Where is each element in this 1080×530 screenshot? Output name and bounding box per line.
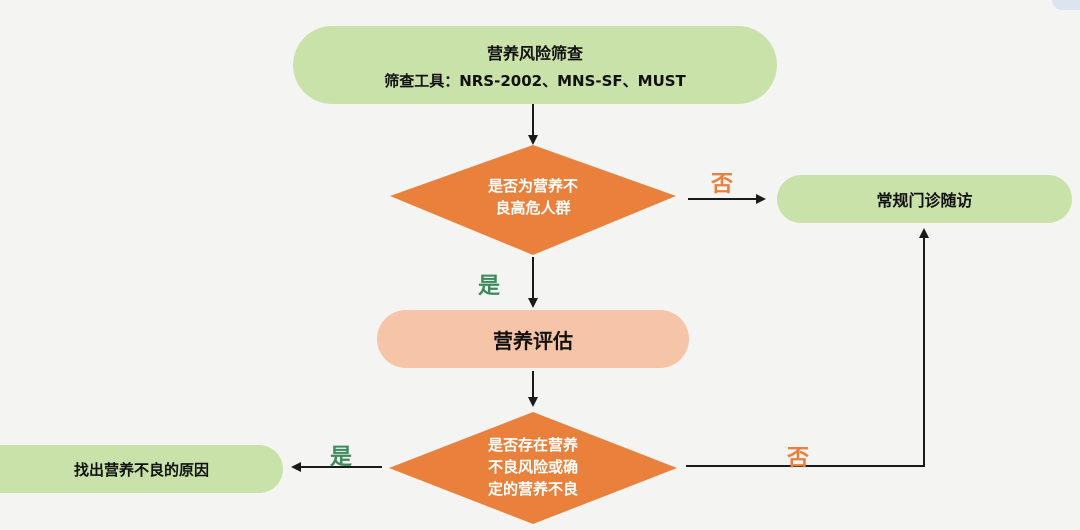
corner-decoration <box>1052 0 1080 10</box>
label-yes-malnutrition: 是 <box>330 445 353 470</box>
screening-node: 营养风险筛查 筛查工具：NRS-2002、MNS-SF、MUST <box>293 26 777 104</box>
decision-malnutrition-text: 是否存在营养 不良风险或确 定的营养不良 <box>487 436 578 498</box>
decision-high-risk-shape <box>390 145 676 255</box>
arrow-decision-to-followup-loop <box>686 228 929 467</box>
routine-followup-text: 常规门诊随访 <box>876 191 973 210</box>
decision-high-risk-text: 是否为营养不 良高危人群 <box>487 177 578 217</box>
label-no-high-risk: 否 <box>711 172 734 197</box>
screening-title: 营养风险筛查 <box>486 43 583 63</box>
find-cause-node-shape <box>0 445 283 493</box>
assessment-text: 营养评估 <box>493 328 573 353</box>
assessment-node-shape <box>377 310 689 368</box>
find-cause-text: 找出营养不良的原因 <box>73 460 209 479</box>
label-no-malnutrition: 否 <box>787 446 810 471</box>
label-yes-high-risk: 是 <box>478 274 501 299</box>
screening-tools: 筛查工具：NRS-2002、MNS-SF、MUST <box>384 71 686 90</box>
screening-node-shape <box>293 26 777 104</box>
routine-followup-node-shape <box>777 175 1072 223</box>
decision-malnutrition-shape <box>389 412 677 524</box>
